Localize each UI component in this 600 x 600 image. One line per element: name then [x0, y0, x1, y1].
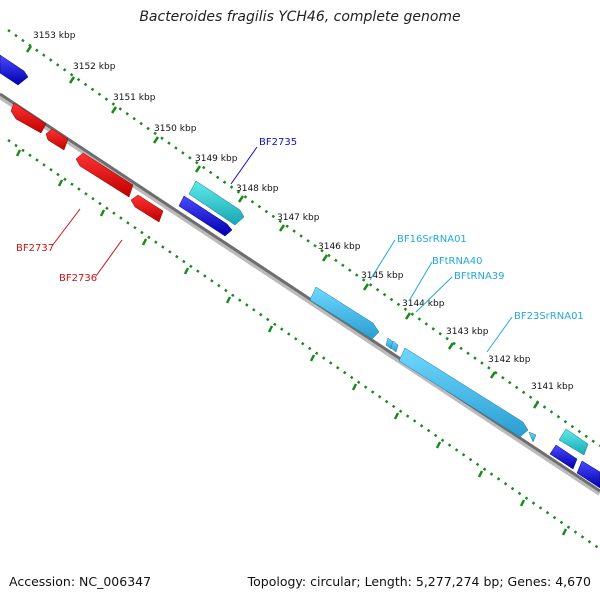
- label-leaders: [51, 146, 513, 353]
- gene-arrow-bf16srrna01[interactable]: [309, 286, 380, 340]
- tick-mark: [278, 224, 286, 232]
- tick-mark: [267, 325, 274, 333]
- tick-mark: [225, 296, 232, 304]
- tick-mark: [25, 45, 33, 53]
- gene-label-bf16srrna01[interactable]: BF16SrRNA01: [397, 234, 467, 245]
- leader-bftrna40: [408, 261, 433, 302]
- tick-mark: [447, 342, 455, 350]
- gene-labels: BF2735 BF2737 BF2736 BF16SrRNA01 BFtRNA4…: [16, 137, 584, 322]
- gene-label-bf2735[interactable]: BF2735: [259, 137, 297, 148]
- gene-arrow-forward[interactable]: [549, 444, 578, 470]
- leader-bftrna39: [415, 276, 453, 313]
- tick-label: 3150 kbp: [154, 124, 197, 134]
- tick-label: 3149 kbp: [195, 154, 238, 164]
- tick-mark: [194, 165, 202, 173]
- tick-mark: [519, 499, 526, 507]
- gene-label-bf23srrna01[interactable]: BF23SrRNA01: [514, 311, 584, 322]
- tick-mark: [477, 470, 484, 478]
- map-title: Bacteroides fragilis YCH46, complete gen…: [139, 9, 461, 25]
- gene-arrow-trna[interactable]: [188, 180, 245, 226]
- gene-arrow-bftrna39[interactable]: [390, 340, 399, 353]
- tick-mark: [351, 383, 358, 391]
- tick-mark: [68, 76, 76, 84]
- gene-arrow-reverse[interactable]: [130, 194, 164, 223]
- gene-arrow-rrna[interactable]: [528, 431, 537, 443]
- tick-mark: [489, 371, 497, 379]
- gene-label-bf2736[interactable]: BF2736: [59, 273, 97, 284]
- gene-arrow-forward[interactable]: [576, 460, 600, 489]
- gene-label-bftrna39[interactable]: BFtRNA39: [454, 271, 505, 282]
- tick-mark: [321, 254, 329, 262]
- tick-mark: [99, 209, 106, 217]
- tick-mark: [362, 283, 370, 291]
- tick-mark: [15, 149, 22, 157]
- leader-bf2737: [51, 208, 81, 247]
- backbone-line: [0, 92, 600, 493]
- leader-bf23srrna01: [486, 316, 513, 353]
- gene-arrow-reverse[interactable]: [10, 102, 47, 134]
- tick-mark: [141, 238, 148, 246]
- tick-label: 3145 kbp: [361, 271, 404, 281]
- backbone-shadow: [0, 93, 600, 496]
- tick-label: 3143 kbp: [446, 327, 489, 337]
- tick-mark: [183, 267, 190, 275]
- tick-mark: [532, 401, 540, 409]
- tick-ring-inner: [7, 138, 600, 551]
- leader-bf16srrna01: [369, 239, 396, 281]
- leader-bf2736: [95, 239, 123, 277]
- tick-label: 3146 kbp: [318, 242, 361, 252]
- tick-mark: [152, 136, 160, 144]
- tick-label: 3151 kbp: [113, 93, 156, 103]
- gene-features: [0, 54, 600, 489]
- gene-arrow-bf2735[interactable]: [178, 195, 233, 237]
- tick-mark: [57, 179, 64, 187]
- gene-arrow-bf2736[interactable]: [75, 152, 134, 198]
- tick-mark: [110, 106, 118, 114]
- tick-mark: [309, 354, 316, 362]
- tick-mark: [237, 195, 245, 203]
- tick-label: 3153 kbp: [33, 31, 76, 41]
- accession-text: Accession: NC_006347: [9, 574, 152, 589]
- gene-arrow-bf23srrna01[interactable]: [398, 347, 529, 438]
- tick-mark: [561, 528, 568, 536]
- tick-label: 3144 kbp: [402, 299, 445, 309]
- tick-mark: [435, 441, 442, 449]
- tick-label: 3141 kbp: [531, 382, 574, 392]
- tick-labels: 3153 kbp 3152 kbp 3151 kbp 3150 kbp 3149…: [33, 31, 574, 392]
- gene-label-bf2737[interactable]: BF2737: [16, 243, 54, 254]
- genome-summary-text: Topology: circular; Length: 5,277,274 bp…: [247, 574, 591, 589]
- gene-arrow-forward[interactable]: [0, 54, 29, 86]
- tick-label: 3152 kbp: [73, 62, 116, 72]
- gene-arrow-trna[interactable]: [558, 428, 589, 456]
- gene-label-bftrna40[interactable]: BFtRNA40: [432, 256, 483, 267]
- tick-mark: [393, 412, 400, 420]
- tick-label: 3147 kbp: [277, 213, 320, 223]
- gene-arrow-bf2737[interactable]: [45, 128, 69, 151]
- tick-label: 3148 kbp: [236, 184, 279, 194]
- tick-mark: [404, 312, 412, 320]
- tick-ring-outer: [7, 28, 600, 448]
- leader-bf2735: [230, 146, 258, 185]
- major-ticks-outer: [25, 45, 540, 409]
- tick-label: 3142 kbp: [488, 355, 531, 365]
- major-ticks-inner: [15, 149, 568, 536]
